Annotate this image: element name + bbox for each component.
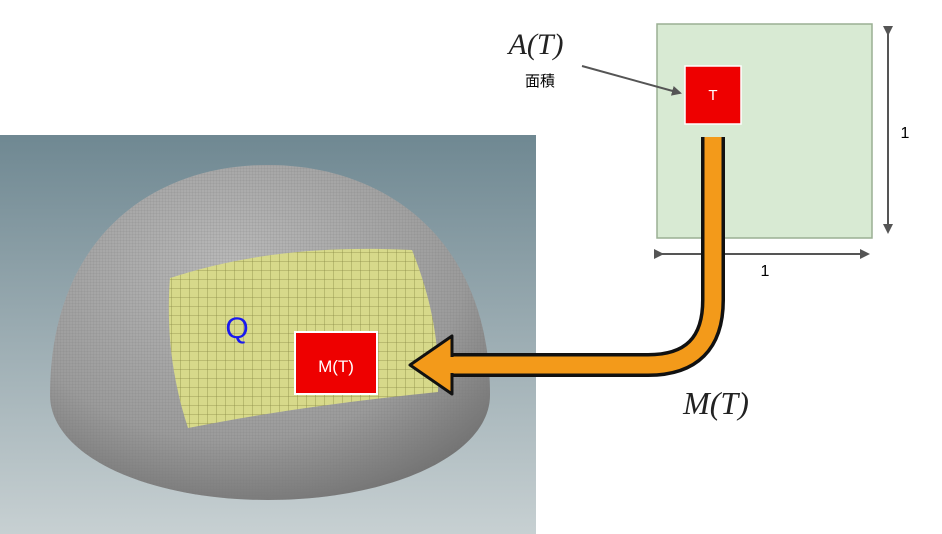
area-pointer-arrow [581,65,682,96]
mapped-patch: M(T) [294,331,378,395]
width-label: 1 [761,263,770,280]
parameter-domain: T 1 1 [654,23,910,280]
parameter-patch-label: T [708,87,717,104]
area-caption: 面積 [525,72,555,90]
area-symbol: A(T) [507,28,564,61]
mapping-label: M(T) [682,385,749,421]
area-annotation: A(T) 面積 [507,28,682,96]
height-label: 1 [901,125,910,142]
parameter-patch [684,65,742,125]
mapping-arrow [408,137,725,396]
region-q-label: Q [225,312,248,345]
unit-square [656,23,873,239]
mapped-patch-label: M(T) [318,357,354,376]
viewport-3d: Q M(T) [0,135,536,534]
